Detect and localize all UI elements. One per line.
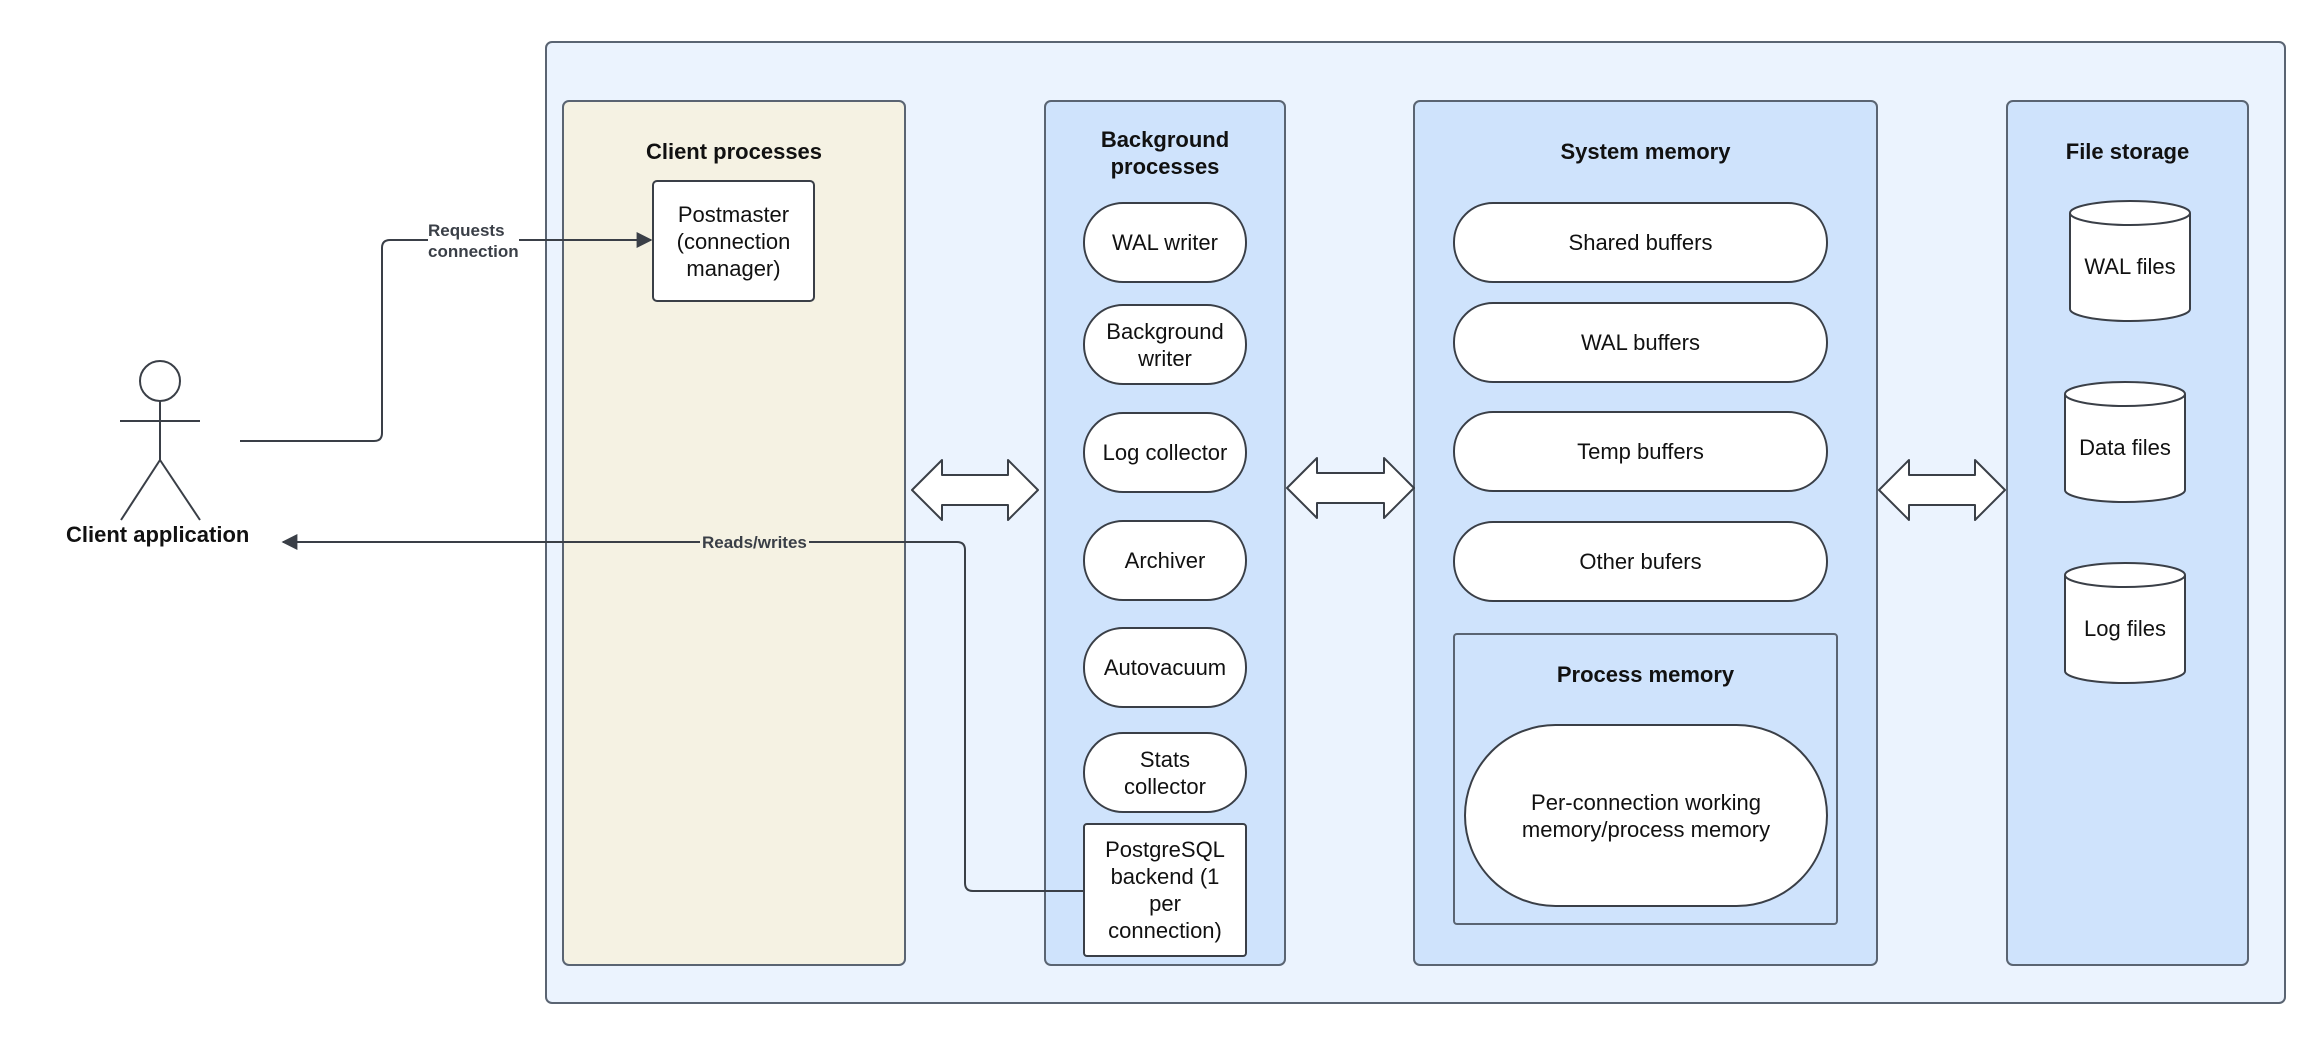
- wal-files-cylinder[interactable]: WAL files: [2068, 199, 2192, 323]
- client-processes-title: Client processes: [645, 139, 823, 164]
- wal-writer-process[interactable]: WAL writer: [1083, 202, 1247, 283]
- log-files-cylinder[interactable]: Log files: [2063, 561, 2187, 685]
- stats-collector-process[interactable]: Stats collector: [1083, 732, 1247, 813]
- wal-writer-label: WAL writer: [1112, 230, 1218, 255]
- other-buffers[interactable]: Other bufers: [1453, 521, 1828, 602]
- cylinder-icon: [2064, 562, 2186, 684]
- process-memory-title: Process memory: [1556, 662, 1735, 687]
- stick-figure-icon: [120, 360, 201, 521]
- background-writer-label: Background writer: [1106, 318, 1224, 371]
- wal-buffers[interactable]: WAL buffers: [1453, 302, 1828, 383]
- system-memory-title: System memory: [1560, 139, 1731, 164]
- reads-writes-label: Reads/writes: [700, 532, 809, 553]
- postmaster-box[interactable]: Postmaster (connection manager): [652, 180, 815, 302]
- other-buffers-label: Other bufers: [1579, 549, 1702, 574]
- postgresql-backend-label: PostgreSQL backend (1 per connection): [1105, 837, 1225, 943]
- shared-buffers-label: Shared buffers: [1568, 230, 1713, 255]
- data-files-label: Data files: [2079, 435, 2171, 460]
- background-writer-process[interactable]: Background writer: [1083, 304, 1247, 385]
- per-connection-memory-label: Per-connection working memory/process me…: [1521, 789, 1771, 842]
- wal-files-label: WAL files: [2084, 254, 2176, 279]
- cylinder-icon: [2069, 200, 2191, 322]
- archiver-label: Archiver: [1124, 548, 1206, 573]
- background-processes-title: Background processes: [1100, 127, 1230, 179]
- wal-buffers-label: WAL buffers: [1580, 330, 1700, 355]
- client-application-label: Client application: [66, 522, 250, 547]
- autovacuum-label: Autovacuum: [1103, 655, 1227, 680]
- archiver-process[interactable]: Archiver: [1083, 520, 1247, 601]
- file-storage-title: File storage: [2065, 139, 2190, 164]
- data-files-cylinder[interactable]: Data files: [2063, 380, 2187, 504]
- per-connection-memory[interactable]: Per-connection working memory/process me…: [1464, 724, 1828, 907]
- temp-buffers[interactable]: Temp buffers: [1453, 411, 1828, 492]
- log-collector-process[interactable]: Log collector: [1083, 412, 1247, 493]
- autovacuum-process[interactable]: Autovacuum: [1083, 627, 1247, 708]
- log-files-label: Log files: [2084, 616, 2166, 641]
- stats-collector-label: Stats collector: [1124, 746, 1206, 799]
- cylinder-icon: [2064, 381, 2186, 503]
- shared-buffers[interactable]: Shared buffers: [1453, 202, 1828, 283]
- temp-buffers-label: Temp buffers: [1577, 439, 1704, 464]
- requests-connection-label: Requests connection: [428, 220, 519, 262]
- postgresql-backend-box[interactable]: PostgreSQL backend (1 per connection): [1083, 823, 1247, 957]
- log-collector-label: Log collector: [1102, 440, 1228, 465]
- postmaster-label: Postmaster (connection manager): [676, 201, 791, 281]
